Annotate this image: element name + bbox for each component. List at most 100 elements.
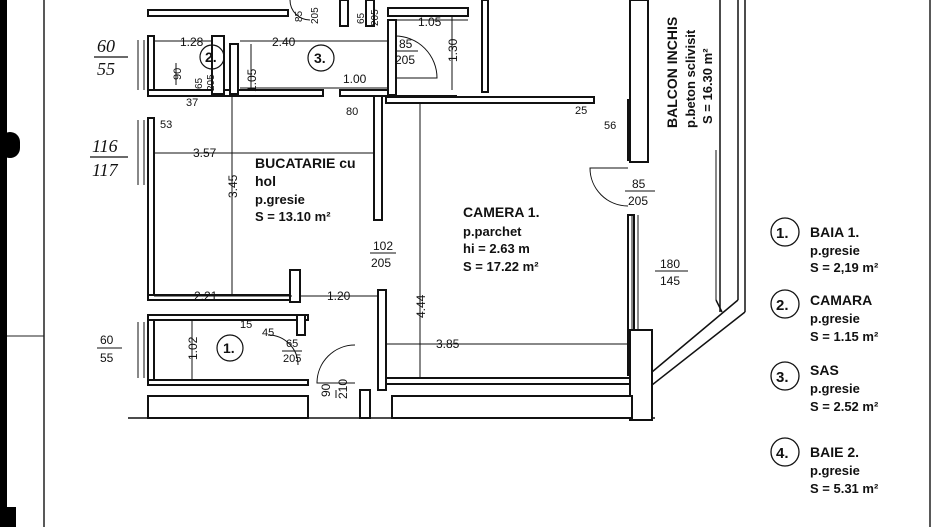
room-kitchen-area: S = 13.10 m²	[255, 209, 331, 224]
opening-o2-bottom: 205	[206, 74, 217, 91]
opening-o6-bottom: 205	[371, 256, 391, 270]
wall-right-long	[481, 0, 489, 93]
marker-circle	[216, 334, 244, 362]
room-balcony-name: BALCON INCHIS	[664, 17, 680, 128]
legend-name: SAS	[810, 362, 839, 378]
legend-area: S = 2,19 m²	[810, 260, 879, 275]
wall-left-bottom	[147, 316, 155, 384]
legend-circle	[770, 289, 800, 319]
opening-o10-bottom: 55	[100, 351, 114, 365]
room-kitchen-name: BUCATARIE cu	[255, 155, 356, 171]
opening-o8-top: 65	[286, 338, 298, 350]
legend-circle	[770, 437, 800, 467]
dim-note: 15	[240, 319, 252, 331]
walls	[147, 0, 653, 421]
opening-o10-top: 60	[100, 333, 114, 347]
room-balcony-area: S = 16.30 m²	[700, 48, 715, 124]
opening-o3-bottom: 205	[310, 7, 321, 24]
room-camera-name: CAMERA 1.	[463, 204, 540, 220]
wall-bath-top	[147, 314, 309, 321]
marker-circle	[307, 44, 335, 72]
wall-lower-v	[359, 389, 371, 419]
dim-label: 1.02	[186, 336, 200, 360]
opening-o1-bottom: 205	[395, 53, 415, 67]
wall-closet2	[229, 43, 239, 95]
legend-num: 1.	[776, 225, 789, 242]
legend-name: CAMARA	[810, 292, 872, 308]
room-balcony-floor: p.beton sclivisit	[683, 29, 698, 128]
wall-camera-right-col	[629, 0, 649, 163]
dim-label: 3.85	[436, 337, 460, 351]
opening-o9-bottom: 210	[336, 379, 350, 399]
wall-camera-bottom	[385, 377, 635, 385]
opening-o1-top: 85	[399, 37, 413, 51]
dim-label: 1.00	[343, 72, 367, 86]
legend-floor: p.gresie	[810, 243, 860, 258]
wall-sas-top	[387, 7, 469, 17]
legend-name: BAIE 2.	[810, 444, 859, 460]
legend-num: 3.	[776, 369, 789, 386]
opening-o4-bottom: 205	[370, 9, 381, 26]
dim-note: 37	[186, 97, 198, 109]
legend: 1. BAIA 1. p.gresie S = 2,19 m² 2. CAMAR…	[770, 217, 879, 496]
dim-label: 3.57	[193, 146, 217, 160]
marker-1: 1.	[223, 340, 235, 356]
room-camera-area: S = 17.22 m²	[463, 259, 539, 274]
opening-labels	[97, 50, 688, 398]
dim-note: 56	[604, 120, 616, 132]
dim-label: 1.30	[446, 38, 460, 62]
opening-o6-top: 102	[373, 239, 393, 253]
legend-area: S = 2.52 m²	[810, 399, 879, 414]
opening-o4-top: 65	[356, 12, 367, 24]
legend-area: S = 1.15 m²	[810, 329, 879, 344]
handwritten-note: 55	[97, 59, 115, 79]
wall-mid-v	[373, 95, 383, 221]
wall-left-mid	[147, 117, 155, 299]
wall-balcony-bottom	[629, 329, 653, 421]
legend-circle	[770, 361, 800, 391]
opening-o5-bottom: 205	[628, 194, 648, 208]
dim-label: 90	[172, 68, 184, 80]
dimension-lines	[154, 16, 717, 380]
opening-o5-top: 85	[632, 177, 646, 191]
legend-circle	[770, 217, 800, 247]
wall-camera-top-r	[385, 96, 595, 104]
opening-o9-top: 90	[319, 383, 333, 397]
wall-bath-bottom	[147, 379, 309, 386]
dim-label: 2.40	[272, 35, 296, 49]
opening-o2-top: 65	[194, 77, 205, 89]
balcony-outline	[651, 0, 746, 386]
dim-label: 2.21	[194, 289, 218, 303]
marker-2: 2.	[205, 49, 217, 65]
room-camera-floor: p.parchet	[463, 224, 522, 239]
dim-note: 80	[346, 106, 358, 118]
wall-top-bath2	[365, 0, 375, 27]
dim-label: 3.45	[226, 174, 240, 198]
legend-num: 4.	[776, 445, 789, 462]
opening-o3-top: 85	[294, 10, 305, 22]
legend-floor: p.gresie	[810, 463, 860, 478]
binder-hole	[0, 132, 20, 158]
wall-sas	[387, 19, 397, 96]
room-kitchen-floor: p.gresie	[255, 192, 305, 207]
corner-mark	[0, 507, 16, 527]
handwritten-note: 117	[92, 160, 119, 180]
marker-3: 3.	[314, 50, 326, 66]
wall-stub2	[296, 314, 306, 336]
legend-name: BAIA 1.	[810, 224, 859, 240]
legend-floor: p.gresie	[810, 381, 860, 396]
wall-top-bath	[339, 0, 349, 27]
dim-note: 45	[262, 327, 274, 339]
opening-o7-top: 180	[660, 257, 680, 271]
marker-circle	[199, 44, 225, 70]
opening-o8-bottom: 205	[283, 353, 301, 365]
legend-floor: p.gresie	[810, 311, 860, 326]
handwritten-note: 116	[92, 136, 118, 156]
wall-top-left	[147, 9, 289, 17]
room-kitchen-name2: hol	[255, 173, 276, 189]
door-swings	[267, 0, 629, 384]
windows	[137, 40, 639, 378]
wall-lower-block	[147, 395, 309, 419]
legend-area: S = 5.31 m²	[810, 481, 879, 496]
